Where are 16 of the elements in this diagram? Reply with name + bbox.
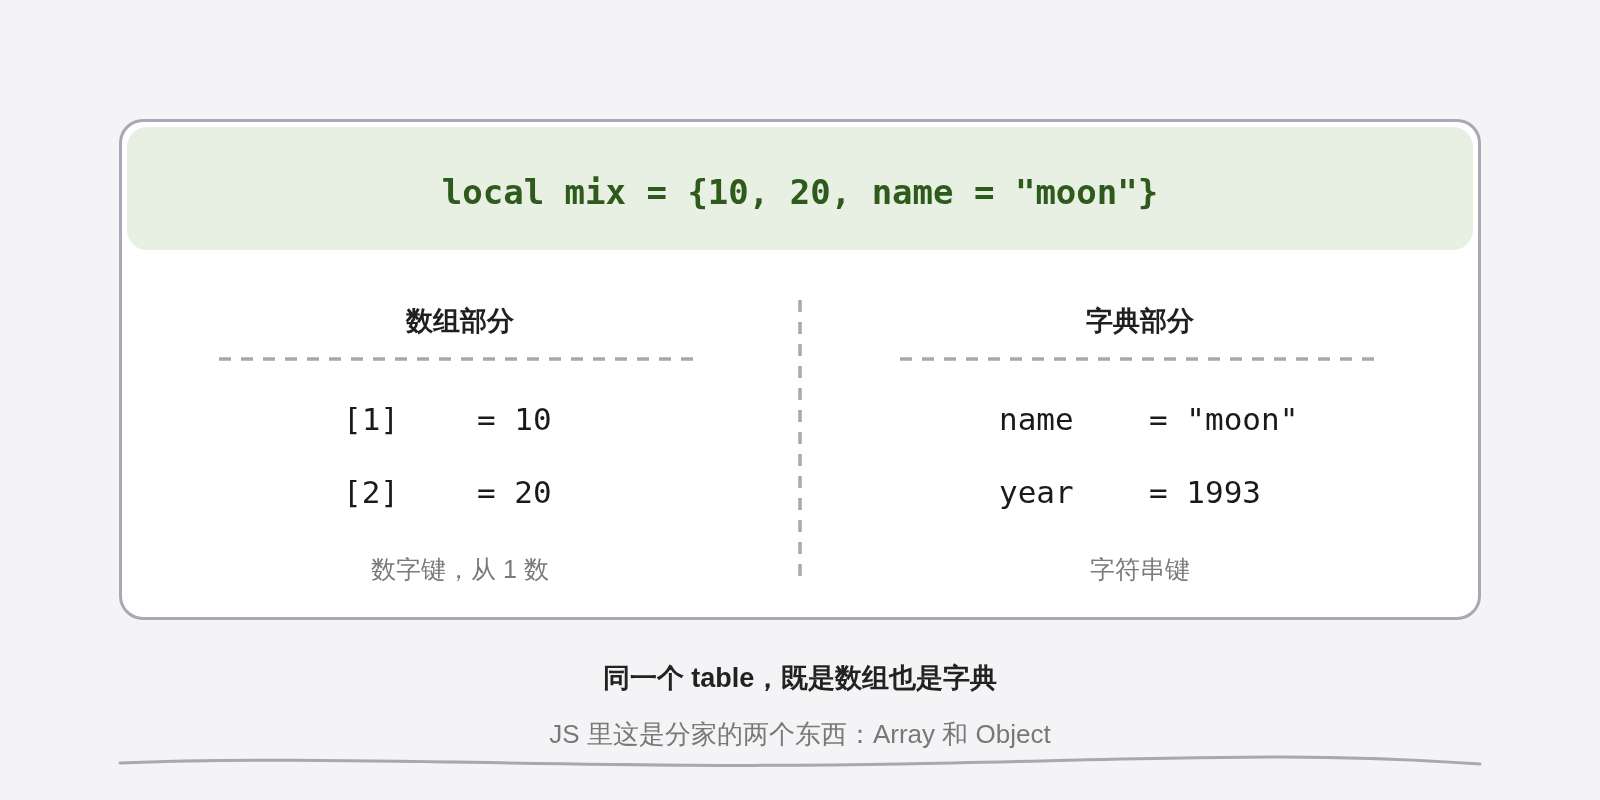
value-text: = 20	[477, 475, 552, 511]
card	[119, 119, 1481, 620]
value-text: = 10	[477, 402, 552, 438]
caption: 同一个 table，既是数组也是字典	[602, 663, 998, 695]
key-text: name	[999, 402, 1074, 438]
value-text: = "moon"	[1149, 402, 1299, 438]
key-text: year	[999, 475, 1074, 511]
code-banner: local mix = {10, 20, name = "moon"}	[127, 127, 1473, 250]
column-heading: 数组部分	[406, 306, 514, 338]
value-text: = 1993	[1149, 475, 1261, 511]
subcaption: JS 里这是分家的两个东西：Array 和 Object	[549, 720, 1051, 750]
key-text: [1]	[343, 402, 399, 438]
column-note: 数字键，从 1 数	[371, 554, 549, 584]
key-text: [2]	[343, 475, 399, 511]
column-heading: 字典部分	[1086, 306, 1194, 338]
column-note: 字符串键	[1090, 554, 1190, 584]
